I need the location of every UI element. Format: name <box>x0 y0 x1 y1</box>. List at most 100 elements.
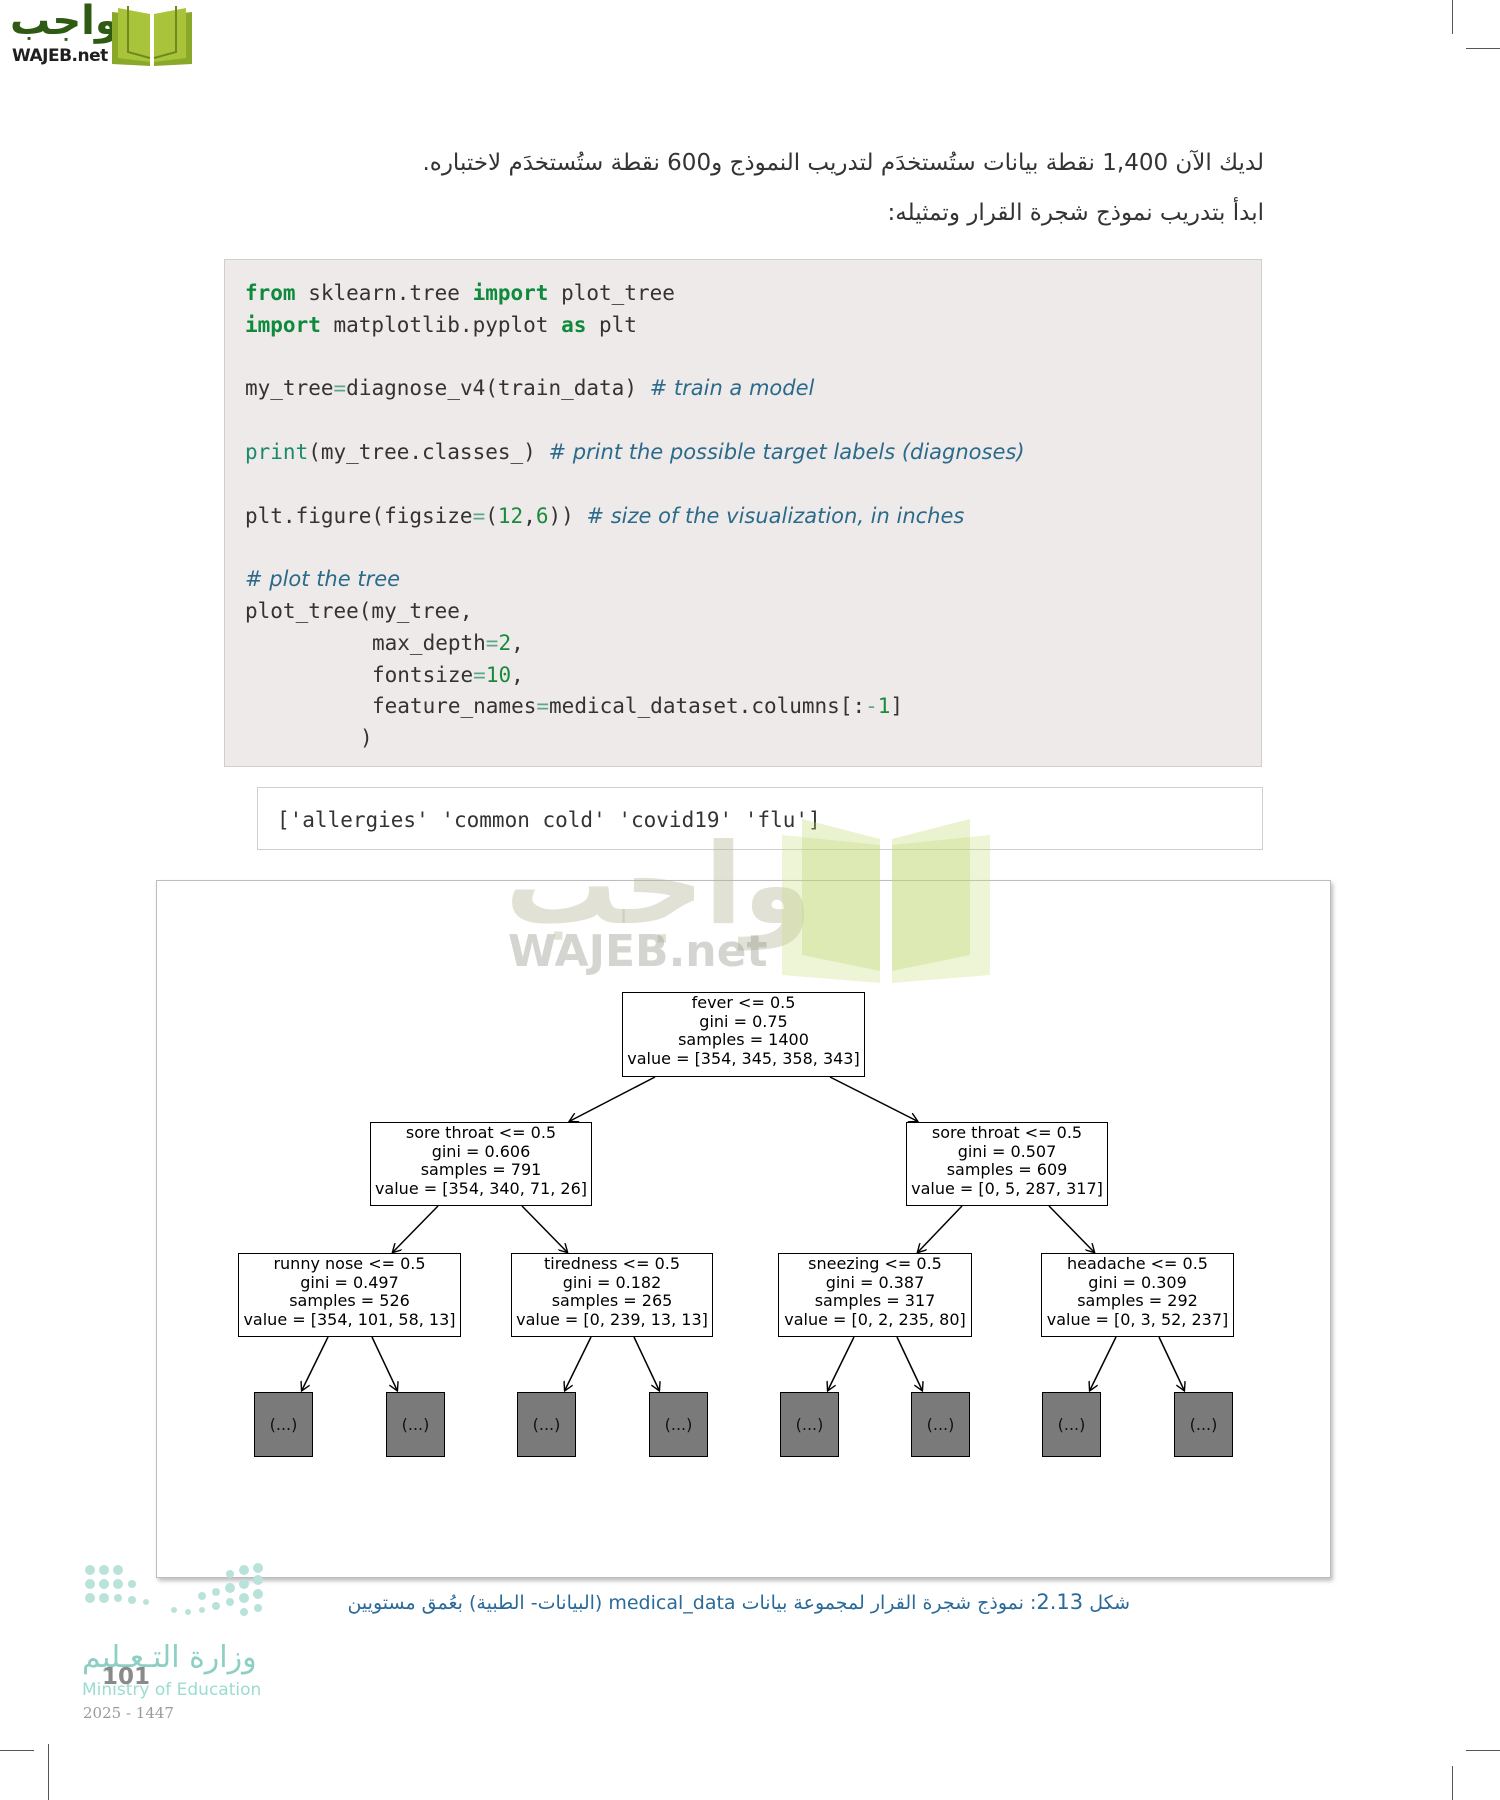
node-gini: gini = 0.497 <box>300 1272 399 1292</box>
ministry-logo-dots-icon <box>85 1563 263 1616</box>
code-number: 6 <box>535 503 549 528</box>
watermark-english: WAJEB.net <box>508 926 768 977</box>
code-number: 2 <box>498 630 512 655</box>
node-samples: samples = 292 <box>1077 1291 1198 1310</box>
wajeb-logo: واجب WAJEB.net <box>8 0 198 70</box>
node-value: value = [0, 3, 52, 237] <box>1046 1309 1229 1329</box>
tree-node-right-left: sneezing <= 0.5 gini = 0.387 samples = 3… <box>778 1253 972 1337</box>
output-text: ['allergies' 'common cold' 'covid19' 'fl… <box>277 808 821 832</box>
code-line: fontsize=10, <box>245 660 1025 692</box>
truncated-node: (...) <box>649 1392 708 1457</box>
node-samples: samples = 317 <box>814 1291 936 1310</box>
code-number: 10 <box>485 662 512 687</box>
code-keyword: from <box>245 281 296 305</box>
tree-edge <box>302 1336 329 1390</box>
tree-node-right-right: headache <= 0.5 gini = 0.309 samples = 2… <box>1041 1253 1234 1337</box>
code-text: , <box>511 662 524 687</box>
truncated-node: (...) <box>1174 1392 1233 1457</box>
code-text: max_depth <box>372 630 486 655</box>
code-operator: - <box>865 694 878 719</box>
node-value: value = [354, 101, 58, 13] <box>243 1309 456 1329</box>
code-line: plt.figure(figsize=(12,6)) # size of the… <box>245 501 1025 533</box>
book-icon <box>112 6 192 66</box>
code-operator: = <box>473 662 486 687</box>
node-split: sore throat <= 0.5 <box>931 1123 1083 1142</box>
tree-edge <box>829 1076 917 1121</box>
code-line: # plot the tree <box>245 564 1025 596</box>
logo-arabic-text: واجب <box>10 0 120 44</box>
code-text: ( <box>485 503 498 528</box>
tree-node-left-left: runny nose <= 0.5 gini = 0.497 samples =… <box>238 1253 461 1337</box>
code-text: , <box>523 503 536 528</box>
node-samples: samples = 609 <box>946 1160 1068 1179</box>
tree-edge <box>371 1336 397 1390</box>
node-gini: gini = 0.606 <box>431 1141 531 1161</box>
code-operator: = <box>333 376 347 401</box>
node-split: fever <= 0.5 <box>691 993 796 1012</box>
caption-number: 2.13 <box>1036 1590 1084 1614</box>
tree-node-root: fever <= 0.5 gini = 0.75 samples = 1400 … <box>622 992 865 1077</box>
truncated-node: (...) <box>517 1392 576 1457</box>
code-text: sklearn.tree <box>295 281 473 305</box>
crop-mark <box>1466 1750 1500 1751</box>
truncated-node: (...) <box>780 1392 839 1457</box>
decision-tree-figure <box>156 880 1331 1578</box>
tree-edge <box>918 1205 963 1252</box>
crop-mark <box>1452 1766 1453 1800</box>
academic-year: 2025 - 1447 <box>83 1704 174 1722</box>
tree-edge <box>828 1336 855 1390</box>
node-gini: gini = 0.387 <box>825 1272 925 1292</box>
code-text: feature_names <box>372 694 537 719</box>
code-line: max_depth=2, <box>245 628 1025 660</box>
code-operator: = <box>485 630 499 655</box>
code-text: , <box>511 630 524 655</box>
code-comment: # train a model <box>649 376 815 401</box>
node-samples: samples = 1400 <box>678 1030 809 1049</box>
caption-suffix: (البيانات- الطبية) بعُمق مستويين <box>347 1592 609 1614</box>
truncated-node: (...) <box>911 1392 970 1457</box>
node-gini: gini = 0.182 <box>562 1272 662 1292</box>
crop-mark <box>1452 0 1453 34</box>
node-value: value = [354, 345, 358, 343] <box>627 1048 860 1068</box>
tree-edge <box>521 1205 567 1252</box>
ministry-english-name: Ministry of Education <box>82 1680 262 1700</box>
code-line: print(my_tree.classes_) # print the poss… <box>245 437 1025 469</box>
caption-prefix: شكل <box>1083 1592 1130 1614</box>
node-split: headache <= 0.5 <box>1067 1254 1208 1273</box>
crop-mark <box>1466 48 1500 49</box>
truncated-node: (...) <box>386 1392 445 1457</box>
node-split: sneezing <= 0.5 <box>808 1254 942 1273</box>
code-text: plt <box>586 312 637 337</box>
node-samples: samples = 791 <box>420 1160 542 1179</box>
ministry-arabic-name: وزارة التـعـليم <box>82 1640 257 1675</box>
code-comment: # size of the visualization, in inches <box>586 503 965 528</box>
code-text: matplotlib.pyplot <box>320 312 562 337</box>
caption-text: : نموذج شجرة القرار لمجموعة بيانات <box>735 1592 1037 1614</box>
tree-edge <box>565 1336 592 1390</box>
code-text: ] <box>890 694 904 719</box>
code-comment: # plot the tree <box>245 567 401 592</box>
instruction-paragraph: ابدأ بتدريب نموذج شجرة القرار وتمثيله: <box>887 200 1264 226</box>
page-number: 101 <box>102 1664 151 1690</box>
code-keyword: import <box>245 312 321 337</box>
tree-edge <box>570 1076 656 1121</box>
code-line: import matplotlib.pyplot as plt <box>245 310 1025 342</box>
code-block: from sklearn.tree import plot_tree impor… <box>224 259 1262 767</box>
caption-dataset: medical_data <box>608 1592 736 1614</box>
code-keyword: as <box>561 312 587 337</box>
tree-node-left: sore throat <= 0.5 gini = 0.606 samples … <box>370 1122 592 1206</box>
node-value: value = [0, 5, 287, 317] <box>911 1178 1103 1198</box>
code-text: plot_tree <box>548 281 675 305</box>
tree-edge <box>896 1336 922 1390</box>
code-number: 1 <box>877 694 891 719</box>
node-samples: samples = 526 <box>289 1291 410 1310</box>
figure-caption: شكل 2.13: نموذج شجرة القرار لمجموعة بيان… <box>230 1590 1130 1614</box>
tree-edge <box>1090 1336 1117 1390</box>
node-value: value = [354, 340, 71, 26] <box>374 1178 588 1198</box>
code-line: from sklearn.tree import plot_tree <box>245 278 1025 310</box>
code-text: ) <box>360 726 373 751</box>
watermark-arabic: واجب <box>505 820 813 950</box>
node-samples: samples = 265 <box>551 1291 673 1310</box>
tree-edge <box>1158 1336 1184 1390</box>
node-gini: gini = 0.75 <box>699 1011 788 1031</box>
